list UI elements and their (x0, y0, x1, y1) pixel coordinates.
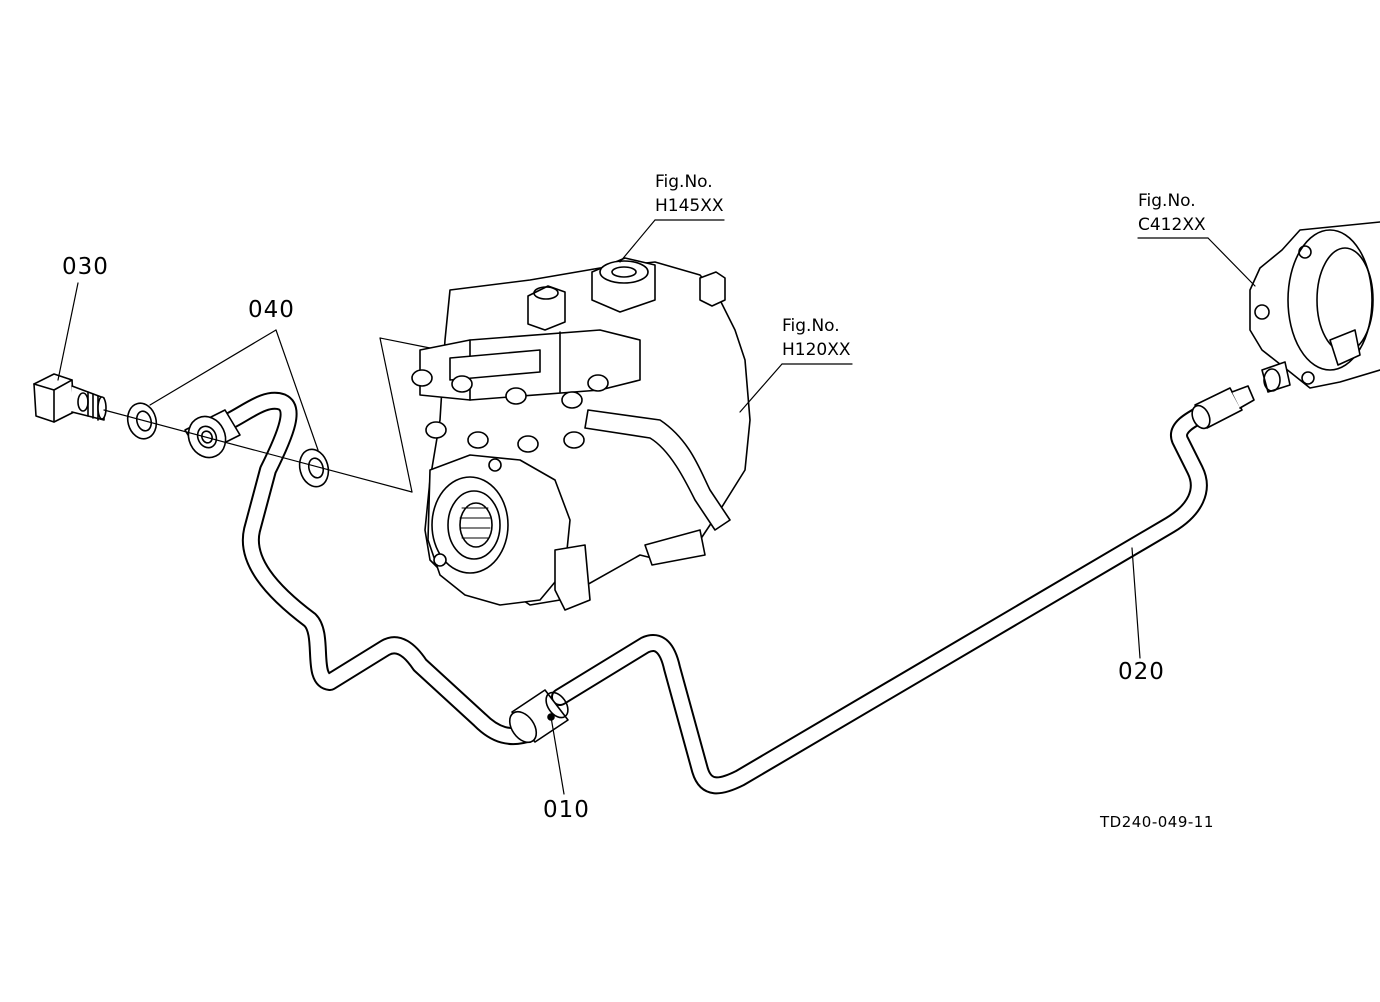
banjo-bolt-030 (33, 373, 107, 423)
pipe-020 (551, 385, 1255, 795)
fig-ref-h120-title: Fig.No. (782, 316, 840, 336)
part-label-020: 020 (1118, 659, 1165, 685)
washer-040-b (298, 448, 330, 488)
fig-ref-h120-number: H120XX (782, 340, 851, 360)
fig-ref-h145-title: Fig.No. (655, 172, 713, 192)
fig-ref-h145-number: H145XX (655, 196, 724, 216)
part-label-030: 030 (62, 254, 109, 280)
fig-ref-c412-number: C412XX (1138, 215, 1206, 235)
end-fitting (1191, 385, 1255, 430)
pipe-coupler (508, 689, 569, 744)
part-label-010: 010 (543, 797, 590, 823)
mounting-bolts (411, 369, 609, 453)
fig-ref-c412-title: Fig.No. (1138, 191, 1196, 211)
gear-case-component (1249, 221, 1380, 393)
hydraulic-pump-assembly (411, 257, 751, 611)
pipe-010 (184, 391, 539, 746)
washer-040-a (126, 402, 158, 440)
drawing-code: TD240-049-11 (1100, 813, 1214, 831)
leader-lines (57, 219, 1256, 795)
part-label-040: 040 (248, 297, 295, 323)
assembly-guide-line (103, 409, 413, 493)
